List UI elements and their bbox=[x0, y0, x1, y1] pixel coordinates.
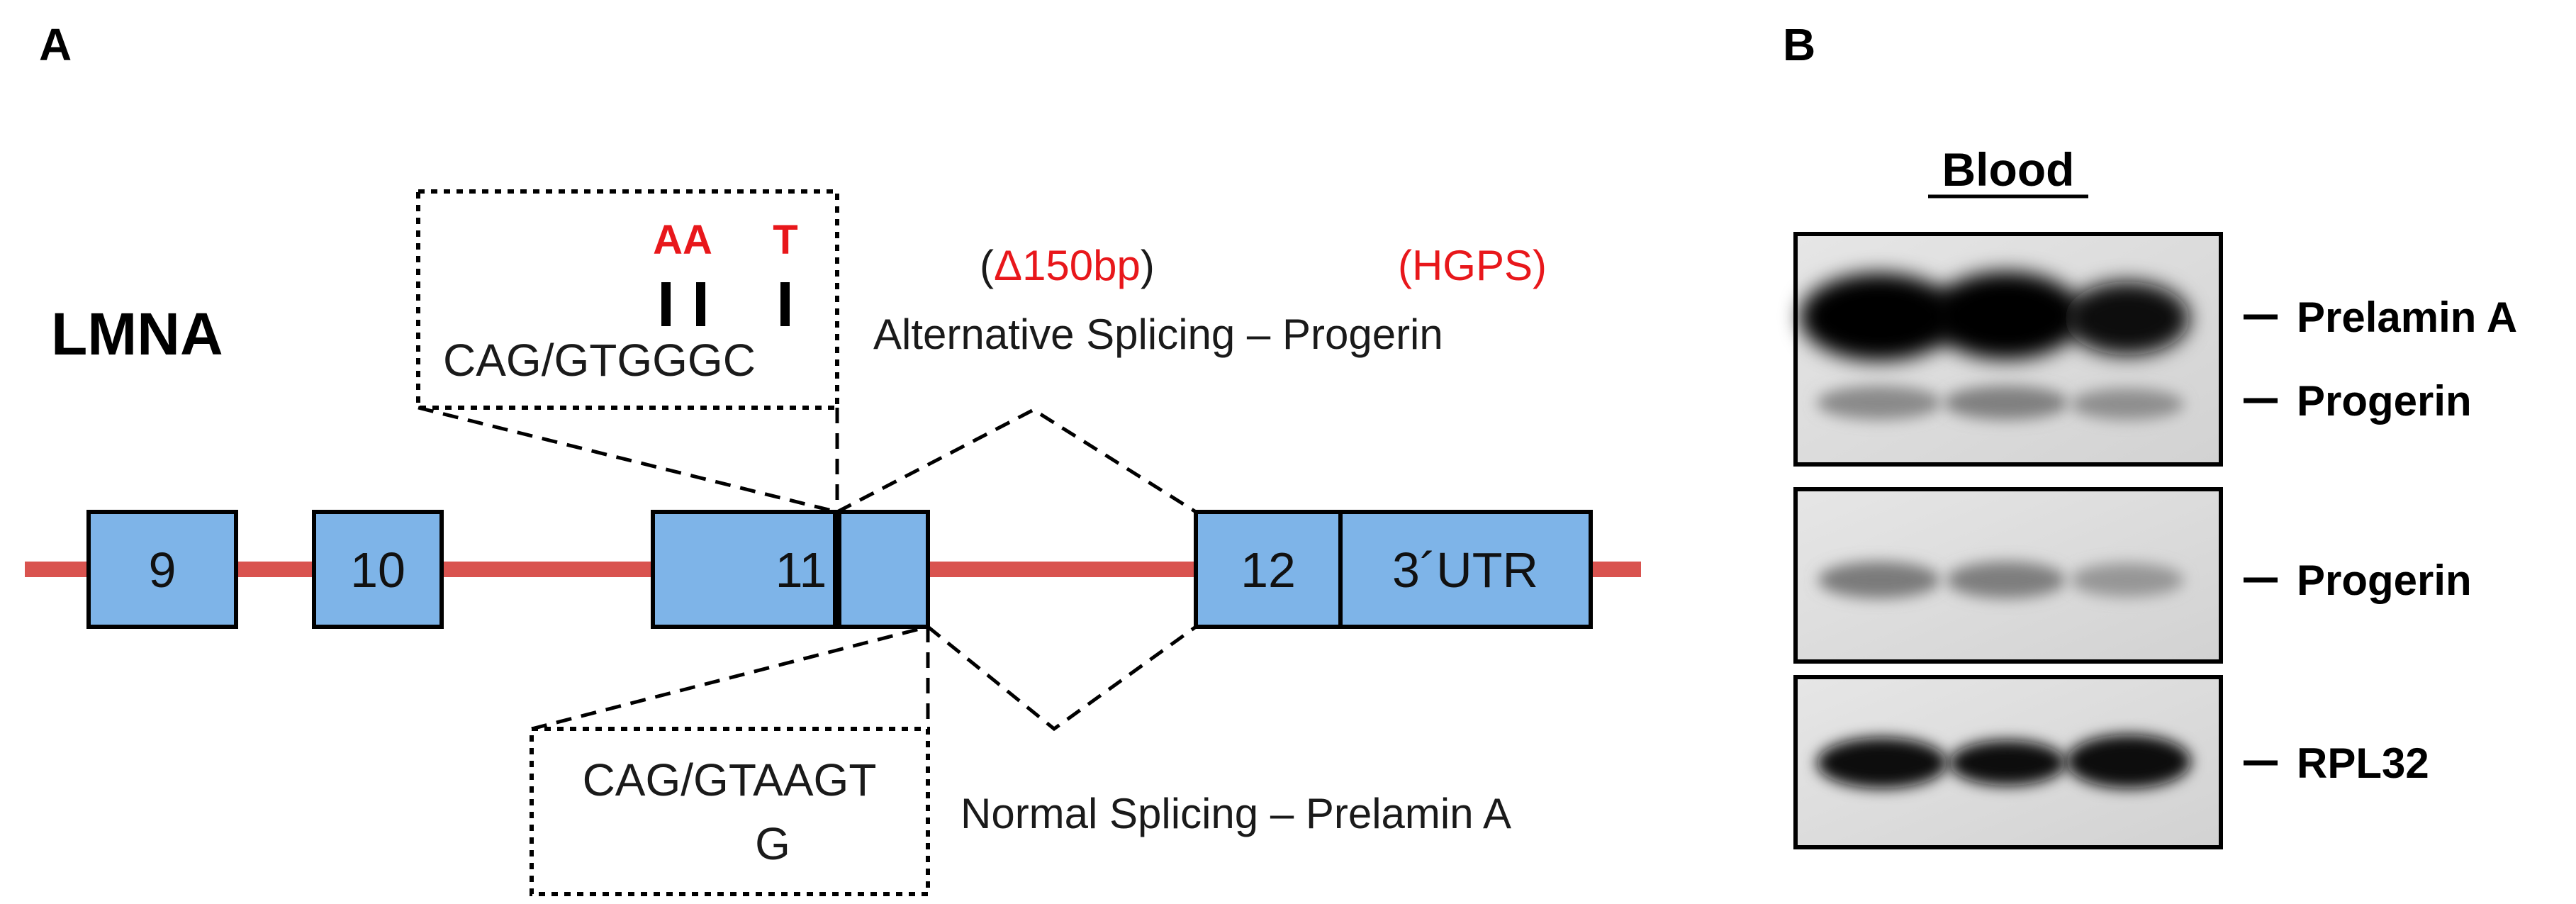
exon-11: 11 bbox=[651, 510, 930, 629]
label-progerin-mid: Progerin bbox=[2297, 557, 2472, 604]
label-prelamin-a: Prelamin A bbox=[2297, 294, 2517, 341]
panel-a-letter: A bbox=[39, 19, 72, 70]
exon-11-label: 11 bbox=[775, 542, 827, 598]
band-markers bbox=[2244, 314, 2278, 766]
band-progerin2-lane1 bbox=[1818, 562, 1940, 598]
utr-label: 3´UTR bbox=[1392, 542, 1538, 598]
gel-rpl32 bbox=[1793, 675, 2223, 849]
band-progerin2-lane2 bbox=[1947, 562, 2066, 598]
exon-10: 10 bbox=[312, 510, 444, 629]
normal-sequence-line2: G bbox=[755, 818, 790, 869]
exon-10-label: 10 bbox=[350, 542, 405, 598]
gene-name: LMNA bbox=[51, 301, 223, 367]
mutant-zoom-left bbox=[418, 406, 838, 514]
mutation-t: T bbox=[773, 217, 797, 263]
normal-splice-path bbox=[926, 625, 1197, 732]
band-rpl32-lane3 bbox=[2066, 735, 2191, 788]
deletion-label: (Δ150bp) bbox=[980, 242, 1155, 289]
band-rpl32-lane2 bbox=[1949, 740, 2066, 786]
exon-12-utr: 12 3´UTR bbox=[1194, 510, 1593, 629]
band-prelamin-lane1 bbox=[1800, 273, 1959, 361]
normal-sequence-line1: CAG/GTAAGT bbox=[583, 754, 877, 805]
panel-b-letter: B bbox=[1783, 19, 1815, 70]
mutation-tick bbox=[661, 282, 671, 326]
mutation-tick bbox=[780, 282, 790, 326]
band-progerin2-lane3 bbox=[2071, 563, 2184, 597]
alternative-splicing-caption: Alternative Splicing – Progerin bbox=[873, 311, 1443, 358]
exon-9-label: 9 bbox=[149, 542, 177, 598]
band-prelamin-lane3 bbox=[2065, 281, 2190, 355]
tissue-label: Blood bbox=[1942, 143, 2075, 196]
gel-prelamin-progerin bbox=[1793, 232, 2223, 467]
band-progerin-lane3 bbox=[2071, 389, 2184, 420]
mutant-sequence-box: AA T CAG/GTGGGC bbox=[416, 189, 839, 410]
band-rpl32-lane1 bbox=[1817, 737, 1947, 788]
band-progerin-lane1 bbox=[1817, 386, 1942, 420]
mutant-sequence: CAG/GTGGGC bbox=[443, 335, 756, 386]
label-rpl32: RPL32 bbox=[2297, 740, 2429, 787]
exon-12-label: 12 bbox=[1241, 542, 1296, 598]
label-progerin-top: Progerin bbox=[2297, 377, 2472, 425]
alternative-splice-path bbox=[836, 408, 1197, 514]
exon-9: 9 bbox=[86, 510, 238, 629]
panel-b: B Blood bbox=[1783, 19, 2517, 849]
splice-connectors bbox=[418, 406, 1197, 732]
band-progerin-lane2 bbox=[1944, 386, 2068, 420]
disease-label: (HGPS) bbox=[1398, 242, 1547, 289]
gel-progerin bbox=[1793, 487, 2223, 664]
mutation-tick bbox=[696, 282, 705, 326]
band-prelamin-lane2 bbox=[1930, 272, 2083, 359]
normal-sequence-box: CAG/GTAAGT G bbox=[530, 727, 930, 896]
normal-zoom-left bbox=[531, 625, 929, 731]
panel-a: A LMNA 9 10 11 12 3´UTR bbox=[25, 19, 1641, 896]
mutation-aa: AA bbox=[653, 217, 712, 263]
normal-splicing-caption: Normal Splicing – Prelamin A bbox=[961, 790, 1511, 837]
